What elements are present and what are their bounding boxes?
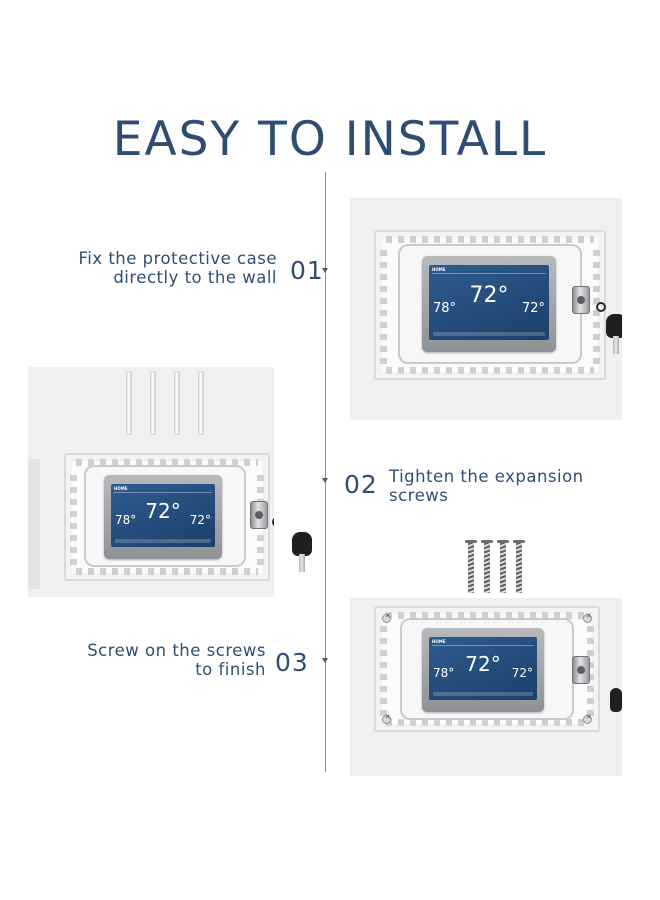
corner-screw-icon bbox=[583, 713, 593, 724]
key-icon bbox=[292, 532, 312, 556]
thermostat-screen: HOME 78° 72° 72° bbox=[429, 265, 549, 340]
step-01-number: 01 bbox=[290, 256, 324, 285]
step-02-image: HOME 78° 72° 72° bbox=[28, 367, 274, 597]
thermostat: HOME 78° 72° 72° bbox=[422, 256, 556, 352]
screw-icon bbox=[497, 540, 509, 593]
lock-icon bbox=[572, 286, 590, 314]
thermostat: HOME 78° 72° 72° bbox=[104, 475, 222, 559]
case-window: HOME 78° 72° 72° bbox=[400, 618, 574, 720]
expansion-anchor-icon bbox=[150, 371, 156, 435]
key-icon bbox=[606, 314, 622, 338]
corner-screw-icon bbox=[583, 612, 593, 623]
key-blade bbox=[613, 336, 619, 354]
key-ring bbox=[596, 302, 606, 312]
step-03-image: HOME 78° 72° 72° bbox=[350, 598, 622, 776]
timeline-marker-01 bbox=[322, 268, 328, 273]
corner-screw-icon bbox=[382, 612, 392, 623]
protective-case-frame: HOME 78° 72° 72° bbox=[374, 606, 600, 732]
screw-icon bbox=[481, 540, 493, 593]
protective-case-frame: HOME 78° 72° 72° bbox=[374, 230, 606, 380]
timeline-marker-03 bbox=[322, 658, 328, 663]
step-01-image: HOME 78° 72° 72° bbox=[350, 198, 622, 420]
step-03-number: 03 bbox=[275, 648, 309, 677]
page-title: EASY TO INSTALL bbox=[112, 112, 548, 167]
expansion-anchor-icon bbox=[174, 371, 180, 435]
thermostat-screen: HOME 78° 72° 72° bbox=[111, 484, 215, 547]
step-03-description: Screw on the screws to finish bbox=[87, 641, 266, 679]
screw-icon bbox=[465, 540, 477, 593]
thermostat: HOME 78° 72° 72° bbox=[422, 628, 544, 712]
case-window: HOME 78° 72° 72° bbox=[84, 465, 246, 567]
step-02-description: Tighten the expansion screws bbox=[389, 467, 584, 505]
lock-icon bbox=[572, 656, 590, 684]
corner-screw-icon bbox=[382, 713, 392, 724]
protective-case-frame: HOME 78° 72° 72° bbox=[64, 453, 270, 581]
timeline-marker-02 bbox=[322, 478, 328, 483]
key-ring bbox=[272, 517, 274, 527]
expansion-anchor-icon bbox=[126, 371, 132, 435]
case-window: HOME 78° 72° 72° bbox=[398, 244, 582, 364]
key-icon bbox=[610, 688, 622, 712]
step-02-number: 02 bbox=[344, 470, 378, 499]
expansion-anchor-icon bbox=[198, 371, 204, 435]
step-01-description: Fix the protective case directly to the … bbox=[78, 249, 277, 287]
screw-icon bbox=[513, 540, 525, 593]
thermostat-screen: HOME 78° 72° 72° bbox=[429, 637, 537, 700]
key-blade bbox=[299, 554, 305, 572]
lock-icon bbox=[250, 501, 268, 529]
timeline-line bbox=[325, 172, 326, 772]
